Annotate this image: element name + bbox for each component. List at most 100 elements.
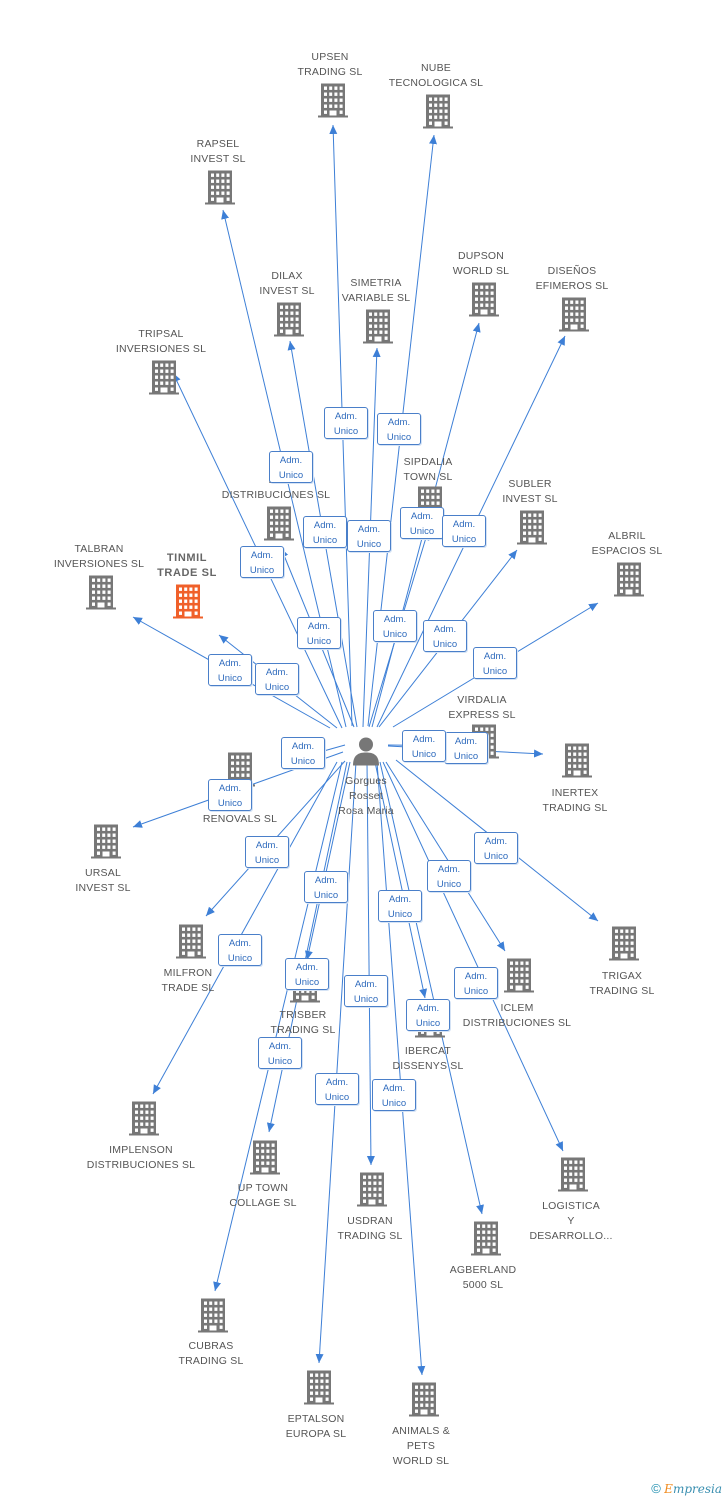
company-node-simetria[interactable]: SIMETRIA VARIABLE SL bbox=[311, 276, 441, 306]
company-node-cubras[interactable]: CUBRAS TRADING SL bbox=[146, 1339, 276, 1369]
company-label: VIRDALIA EXPRESS SL bbox=[448, 694, 516, 721]
company-node-subler[interactable]: SUBLER INVEST SL bbox=[465, 477, 595, 507]
edge-implenson bbox=[152, 761, 338, 1095]
relation-badge[interactable]: Adm.Unico bbox=[304, 871, 348, 903]
building-icon[interactable] bbox=[304, 1370, 334, 1410]
building-icon[interactable] bbox=[517, 510, 547, 550]
relation-badge[interactable]: Adm. Unico bbox=[400, 507, 444, 539]
person-node[interactable]: Gorgues Rosset Rosa Maria bbox=[301, 774, 431, 819]
relation-badge[interactable]: Adm.Unico bbox=[454, 967, 498, 999]
company-node-nube[interactable]: NUBE TECNOLOGICA SL bbox=[371, 61, 501, 91]
company-node-ursal[interactable]: URSAL INVEST SL bbox=[38, 866, 168, 896]
relation-badge[interactable]: Adm.Unico bbox=[208, 654, 252, 686]
relation-badge[interactable]: Adm.Unico bbox=[474, 832, 518, 864]
company-node-eptalson[interactable]: EPTALSON EUROPA SL bbox=[251, 1412, 381, 1442]
building-icon[interactable] bbox=[504, 958, 534, 998]
company-node-talbran[interactable]: TALBRAN INVERSIONES SL bbox=[34, 542, 164, 572]
company-node-ibercat[interactable]: IBERCAT DISSENYS SL bbox=[363, 1044, 493, 1074]
relation-badge[interactable]: Adm.Unico bbox=[406, 999, 450, 1031]
relation-badge[interactable]: Adm.Unico bbox=[218, 934, 262, 966]
company-node-trisber[interactable]: TRISBER TRADING SL bbox=[238, 1008, 368, 1038]
relation-type: Unico bbox=[254, 855, 280, 866]
building-icon[interactable] bbox=[469, 282, 499, 322]
building-icon[interactable] bbox=[609, 926, 639, 966]
relation-badge[interactable]: Adm.Unico bbox=[245, 836, 289, 868]
company-node-rapsel[interactable]: RAPSEL INVEST SL bbox=[153, 137, 283, 167]
relation-badge[interactable]: Adm.Unico bbox=[285, 958, 329, 990]
relation-badge[interactable]: Adm.Unico bbox=[303, 516, 347, 548]
relation-role: Adm. bbox=[334, 411, 358, 422]
footer: © Empresia bbox=[651, 1481, 722, 1496]
building-icon[interactable] bbox=[264, 506, 294, 546]
building-icon[interactable] bbox=[614, 562, 644, 602]
relation-role: Adm. bbox=[265, 667, 289, 678]
building-icon[interactable] bbox=[205, 170, 235, 210]
relation-badge[interactable]: Adm.Unico bbox=[373, 610, 417, 642]
building-icon[interactable] bbox=[149, 360, 179, 400]
company-node-agberland[interactable]: AGBERLAND 5000 SL bbox=[418, 1263, 548, 1293]
building-icon[interactable] bbox=[318, 83, 348, 123]
company-node-tripsal[interactable]: TRIPSAL INVERSIONES SL bbox=[96, 327, 226, 357]
company-node-logistica[interactable]: LOGISTICA Y DESARROLLO... bbox=[506, 1199, 636, 1244]
relation-badge[interactable]: Adm.Unico bbox=[297, 617, 341, 649]
company-node-milfron[interactable]: MILFRON TRADE SL bbox=[123, 966, 253, 996]
relation-role: Adm. bbox=[454, 736, 478, 747]
company-node-implenson[interactable]: IMPLENSON DISTRIBUCIONES SL bbox=[76, 1143, 206, 1173]
company-node-uptown[interactable]: UP TOWN COLLAGE SL bbox=[198, 1181, 328, 1211]
relation-badge[interactable]: Adm.Unico bbox=[402, 730, 446, 762]
building-icon[interactable] bbox=[363, 309, 393, 349]
relation-badge[interactable]: Adm.Unico bbox=[258, 1037, 302, 1069]
building-icon[interactable] bbox=[423, 94, 453, 134]
relation-type: Unico bbox=[382, 629, 408, 640]
relation-type: Unico bbox=[264, 682, 290, 693]
company-node-albril[interactable]: ALBRIL ESPACIOS SL bbox=[562, 529, 692, 559]
main-company-node[interactable]: TINMIL TRADE SL bbox=[122, 551, 252, 581]
building-icon[interactable] bbox=[250, 1140, 280, 1180]
building-icon[interactable] bbox=[559, 297, 589, 337]
company-node-inertex[interactable]: INERTEX TRADING SL bbox=[510, 786, 640, 816]
building-icon[interactable] bbox=[173, 584, 203, 624]
relation-badge[interactable]: Adm.Unico bbox=[269, 451, 313, 483]
relation-badge[interactable]: Adm.Unico bbox=[281, 737, 325, 769]
company-node-virdalia[interactable]: VIRDALIA EXPRESS SL bbox=[417, 693, 547, 723]
relation-badge[interactable]: Adm.Unico bbox=[315, 1073, 359, 1105]
building-icon[interactable] bbox=[274, 302, 304, 342]
relation-badge[interactable]: Adm.Unico bbox=[377, 413, 421, 445]
building-icon[interactable] bbox=[558, 1157, 588, 1197]
relation-badge[interactable]: Adm.Unico bbox=[344, 975, 388, 1007]
building-icon[interactable] bbox=[86, 575, 116, 615]
relation-badge[interactable]: Adm.Unico bbox=[378, 890, 422, 922]
relation-badge[interactable]: Adm.Unico bbox=[444, 732, 488, 764]
company-node-iclem[interactable]: ICLEM DISTRIBUCIONES SL bbox=[452, 1001, 582, 1031]
brand-logo[interactable]: Empresia bbox=[664, 1482, 722, 1496]
company-node-animals[interactable]: ANIMALS & PETS WORLD SL bbox=[356, 1424, 486, 1469]
relation-badge[interactable]: Adm.Unico bbox=[240, 546, 284, 578]
building-icon[interactable] bbox=[176, 924, 206, 964]
company-node-usdran[interactable]: USDRAN TRADING SL bbox=[305, 1214, 435, 1244]
relation-badge[interactable]: Adm.Unico bbox=[347, 520, 391, 552]
company-node-trigax[interactable]: TRIGAX TRADING SL bbox=[557, 969, 687, 999]
relation-badge[interactable]: Adm.Unico bbox=[372, 1079, 416, 1111]
building-icon[interactable] bbox=[357, 1172, 387, 1212]
building-icon[interactable] bbox=[562, 743, 592, 783]
company-node-dilax[interactable]: DILAX INVEST SL bbox=[222, 269, 352, 299]
relation-badge[interactable]: Adm.Unico bbox=[423, 620, 467, 652]
relation-badge[interactable]: Adm.Unico bbox=[473, 647, 517, 679]
relation-role: Adm. bbox=[410, 511, 434, 522]
relation-type: Unico bbox=[409, 526, 435, 537]
relation-badge[interactable]: Adm.Unico bbox=[208, 779, 252, 811]
building-icon[interactable] bbox=[198, 1298, 228, 1338]
relation-badge[interactable]: Adm.Unico bbox=[427, 860, 471, 892]
building-icon[interactable] bbox=[471, 1221, 501, 1261]
company-node-dupson[interactable]: DUPSON WORLD SL bbox=[416, 249, 546, 279]
company-node-disenos[interactable]: DISEÑOS EFIMEROS SL bbox=[507, 264, 637, 294]
building-icon[interactable] bbox=[129, 1101, 159, 1141]
relation-badge[interactable]: Adm.Unico bbox=[324, 407, 368, 439]
company-node-upsen[interactable]: UPSEN TRADING SL bbox=[265, 50, 395, 80]
person-icon[interactable] bbox=[351, 736, 381, 771]
relation-badge[interactable]: Adm. Unico bbox=[255, 663, 299, 695]
building-icon[interactable] bbox=[409, 1382, 439, 1422]
company-node-sipdalia[interactable]: SIPDALIA TOWN SL bbox=[363, 455, 493, 485]
building-icon[interactable] bbox=[91, 824, 121, 864]
relation-badge[interactable]: Adm.Unico bbox=[442, 515, 486, 547]
